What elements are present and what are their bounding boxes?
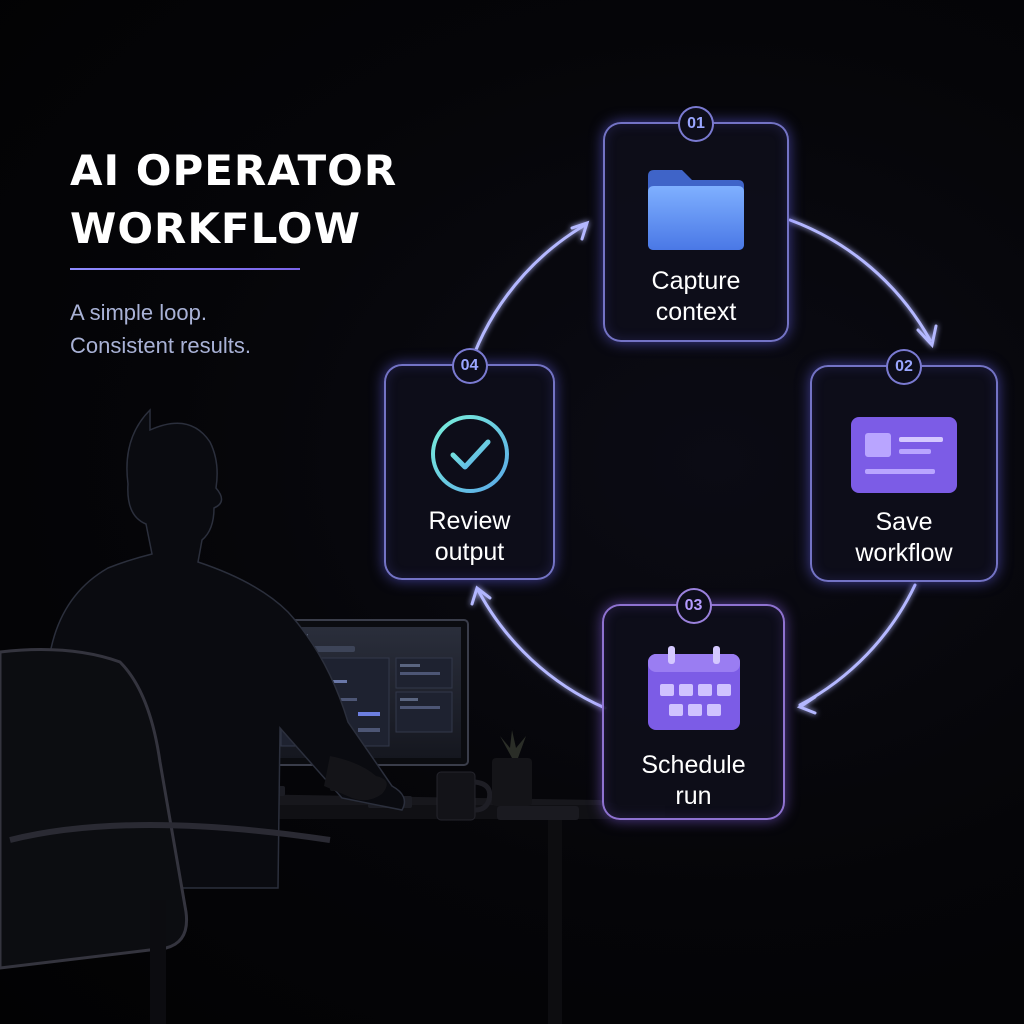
step-card-review-output[interactable]: 04 Review output: [384, 348, 555, 580]
checkmark-circle-icon: [430, 415, 509, 493]
step-number-badge: 02: [886, 349, 922, 385]
phone: [497, 806, 579, 820]
subtitle-line-2: Consistent results.: [70, 333, 251, 358]
step-label-line-1: Schedule: [641, 751, 746, 779]
mug: [436, 771, 493, 821]
plant: [492, 730, 532, 806]
arrow-03-to-04: [476, 588, 607, 710]
step-label-line-2: output: [434, 538, 505, 566]
step-number-badge: 01: [678, 106, 714, 142]
arrow-04-to-01: [468, 223, 587, 367]
step-label: Capture context: [605, 266, 787, 328]
subtitle-line-1: A simple loop.: [70, 300, 207, 325]
step-label-line-2: context: [655, 298, 737, 326]
step-card-capture-context[interactable]: 01 Capture context: [603, 106, 789, 342]
step-label-line-1: Review: [428, 507, 511, 535]
title-line-1: AI OPERATOR: [70, 146, 398, 195]
step-label-line-1: Save: [875, 508, 933, 536]
step-number-badge: 03: [675, 588, 712, 624]
step-label-line-2: run: [675, 782, 712, 810]
folder-icon: [648, 170, 744, 250]
step-card-schedule-run[interactable]: 03 Schedule run: [602, 588, 785, 820]
step-label: Review output: [386, 506, 553, 568]
step-label: Schedule run: [604, 750, 783, 812]
page-title: AI OPERATOR WORKFLOW: [70, 142, 397, 258]
document-card-icon: [851, 417, 957, 493]
title-divider: [70, 268, 300, 270]
step-card-save-workflow[interactable]: 02 Save workflow: [810, 349, 998, 582]
arrow-01-to-02: [788, 218, 932, 342]
title-line-2: WORKFLOW: [70, 204, 361, 253]
step-label: Save workflow: [812, 507, 996, 569]
step-label-line-2: workflow: [855, 539, 953, 567]
step-number-badge: 04: [451, 348, 488, 384]
arrow-02-to-03: [798, 583, 917, 707]
office-chair: [0, 648, 331, 1024]
step-label-line-1: Capture: [651, 267, 741, 295]
calendar-icon: [647, 646, 740, 730]
subtitle: A simple loop. Consistent results.: [70, 296, 251, 362]
